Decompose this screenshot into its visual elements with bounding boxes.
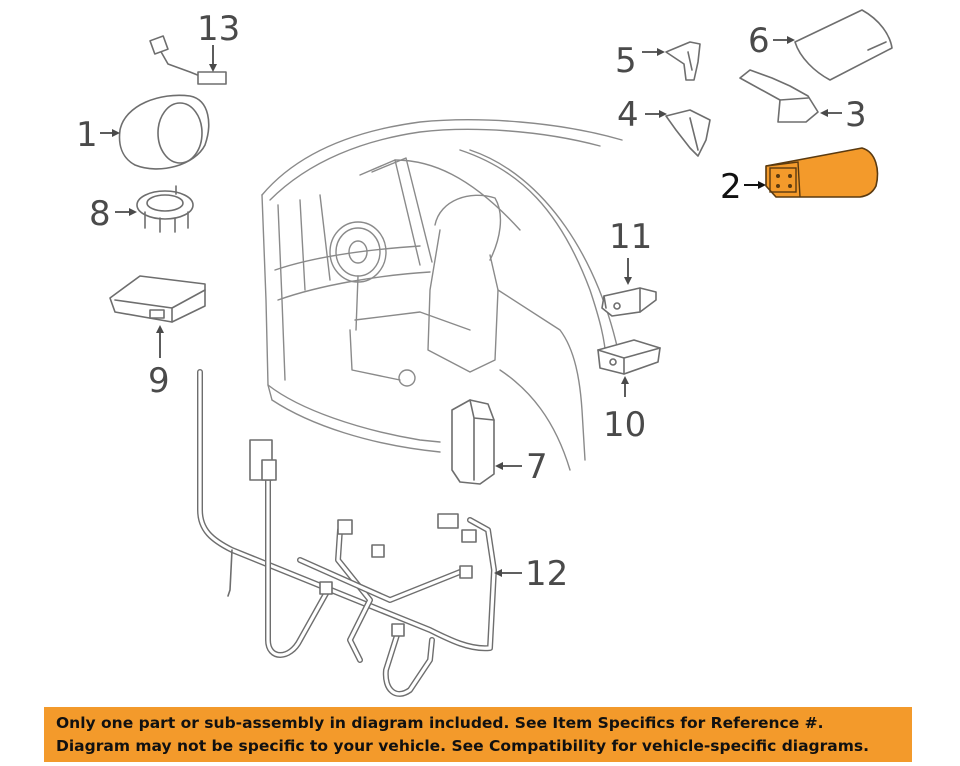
- callout-1: 1: [76, 115, 98, 155]
- callout-13: 13: [197, 9, 240, 49]
- callout-labels: 13 1 8 9 5 6 4 3 2 11 10 7 12: [76, 9, 867, 594]
- callout-10: 10: [603, 405, 646, 445]
- part-10-sensor: [597, 339, 661, 397]
- callout-9: 9: [148, 361, 170, 401]
- callout-4: 4: [617, 95, 639, 135]
- notice-line-2: Diagram may not be specific to your vehi…: [56, 737, 870, 755]
- callout-5: 5: [615, 41, 637, 81]
- part-13-connector: [149, 35, 227, 85]
- part-9-control-module: [109, 275, 206, 358]
- part-7-side-panel: [451, 399, 522, 485]
- part-3-bracket: [739, 69, 842, 123]
- callout-8: 8: [89, 194, 111, 234]
- part-8-clock-spring: [115, 185, 194, 233]
- part-2-airbag: [744, 147, 879, 198]
- notice-banner: Only one part or sub-assembly in diagram…: [44, 707, 912, 762]
- callout-12: 12: [525, 554, 568, 594]
- part-4-bracket: [645, 109, 711, 157]
- part-1-steering-wheel-pad: [100, 94, 210, 170]
- part-5-bracket: [642, 41, 701, 81]
- callout-7: 7: [526, 447, 548, 487]
- callout-3: 3: [845, 95, 867, 135]
- callout-11: 11: [609, 217, 652, 257]
- callout-6: 6: [748, 21, 770, 61]
- parts-diagram: 13 1 8 9 5 6 4 3 2 11 10 7 12: [76, 9, 893, 697]
- part-6-airbag-cover: [773, 9, 893, 81]
- part-12-wiring-harness: [197, 369, 522, 697]
- callout-2: 2: [720, 167, 742, 207]
- notice-line-1: Only one part or sub-assembly in diagram…: [56, 714, 824, 732]
- part-11-sensor: [601, 258, 657, 317]
- vehicle-interior-outline: [261, 119, 623, 471]
